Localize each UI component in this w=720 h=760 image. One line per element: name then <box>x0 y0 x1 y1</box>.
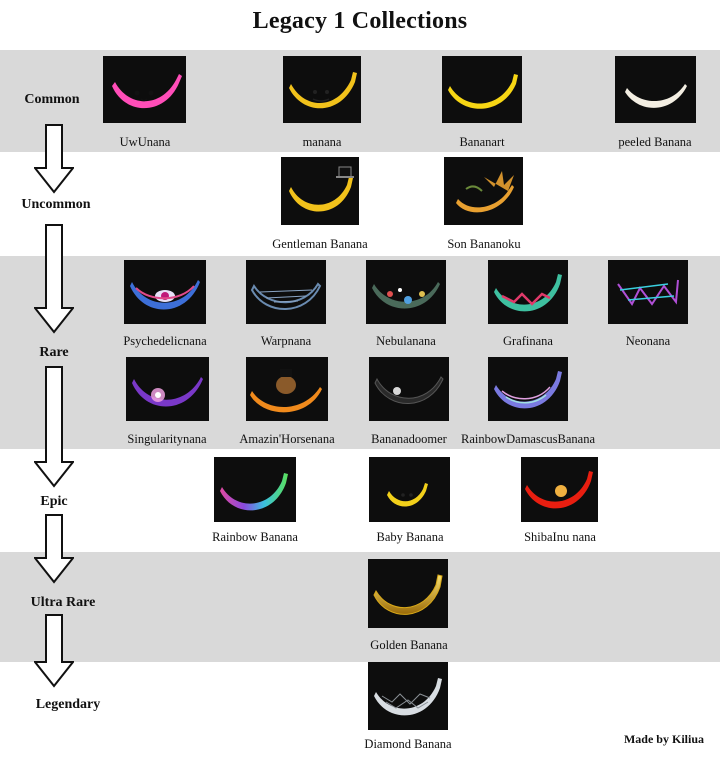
page-title: Legacy 1 Collections <box>252 8 468 34</box>
nft-card-diamond[interactable] <box>368 662 448 730</box>
nft-name-nebula: Nebulanana <box>376 334 436 348</box>
nft-name-singularity: Singularitynana <box>127 432 207 446</box>
banana-icon <box>372 282 440 309</box>
banana-icon <box>617 279 679 306</box>
arrow-down-icon <box>34 514 74 584</box>
nft-card-son[interactable] <box>444 157 523 225</box>
nft-card-gentleman[interactable] <box>281 157 359 225</box>
nft-card-damascus[interactable] <box>488 357 568 421</box>
nft-card-doomer[interactable] <box>369 357 449 421</box>
tier-label-uncommon: Uncommon <box>21 197 91 212</box>
tier-label-ultra-rare: Ultra Rare <box>30 595 96 610</box>
nft-name-horse: Amazin'Horsenana <box>239 432 335 446</box>
arrow-down-icon <box>34 614 74 688</box>
nft-card-grafi[interactable] <box>488 260 568 324</box>
tier-label-legendary: Legendary <box>35 697 101 712</box>
nft-name-baby: Baby Banana <box>376 530 444 544</box>
banana-icon <box>387 483 428 507</box>
banana-icon <box>289 72 357 109</box>
nft-name-uwunana: UwUnana <box>119 135 171 149</box>
credit-text: Made by Kiliua <box>623 732 704 746</box>
nft-name-peeled: peeled Banana <box>618 135 692 149</box>
banana-icon <box>525 471 593 509</box>
banana-icon <box>374 678 442 716</box>
nft-name-bananart: Bananart <box>459 135 505 149</box>
banana-icon <box>289 166 354 212</box>
nft-name-shiba: ShibaInu nana <box>524 530 596 544</box>
banana-icon <box>130 280 200 310</box>
nft-name-gentleman: Gentleman Banana <box>272 237 368 251</box>
band-rare <box>0 256 720 449</box>
tier-label-common: Common <box>24 92 80 107</box>
nft-name-manana: manana <box>302 135 342 149</box>
arrow-down-icon <box>34 124 74 194</box>
banana-icon <box>448 74 518 109</box>
nft-card-nebula[interactable] <box>366 260 446 324</box>
nft-card-peeled[interactable] <box>615 56 696 123</box>
banana-icon <box>625 84 687 108</box>
band-ultra-rare <box>0 552 720 662</box>
nft-name-son: Son Bananoku <box>447 237 521 251</box>
nft-card-horse[interactable] <box>246 357 328 421</box>
nft-card-rainbow[interactable] <box>214 457 296 522</box>
nft-card-bananart[interactable] <box>442 56 522 123</box>
arrow-down-icon <box>34 366 74 488</box>
arrow-down-icon <box>34 224 74 334</box>
nft-name-golden: Golden Banana <box>370 638 448 652</box>
nft-card-warp[interactable] <box>246 260 326 324</box>
nft-card-uwunana[interactable] <box>103 56 186 123</box>
nft-card-singularity[interactable] <box>126 357 209 421</box>
banana-icon <box>494 274 562 312</box>
nft-name-grafi: Grafinana <box>503 334 553 348</box>
banana-icon <box>374 376 444 404</box>
banana-icon <box>456 171 514 213</box>
banana-icon <box>373 574 443 615</box>
nft-name-psychedelic: Psychedelicnana <box>123 334 207 348</box>
banana-icon <box>250 369 322 413</box>
banana-icon <box>220 473 288 511</box>
banana-icon <box>132 377 203 407</box>
nft-card-manana[interactable] <box>283 56 361 123</box>
nft-name-diamond: Diamond Banana <box>364 737 452 751</box>
tier-label-epic: Epic <box>40 494 68 509</box>
nft-name-doomer: Bananadoomer <box>371 432 447 446</box>
banana-icon <box>250 282 322 310</box>
nft-name-warp: Warpnana <box>260 334 312 348</box>
banana-icon <box>112 74 182 109</box>
nft-name-neon: Neonana <box>625 334 671 348</box>
nft-card-baby[interactable] <box>369 457 450 522</box>
nft-name-damascus: RainbowDamascusBanana <box>461 432 595 446</box>
banana-icon <box>494 371 562 409</box>
nft-card-golden[interactable] <box>368 559 448 628</box>
nft-name-rainbow: Rainbow Banana <box>212 530 298 544</box>
nft-card-psychedelic[interactable] <box>124 260 206 324</box>
nft-card-neon[interactable] <box>608 260 688 324</box>
tier-label-rare: Rare <box>39 345 69 360</box>
nft-card-shiba[interactable] <box>521 457 598 522</box>
